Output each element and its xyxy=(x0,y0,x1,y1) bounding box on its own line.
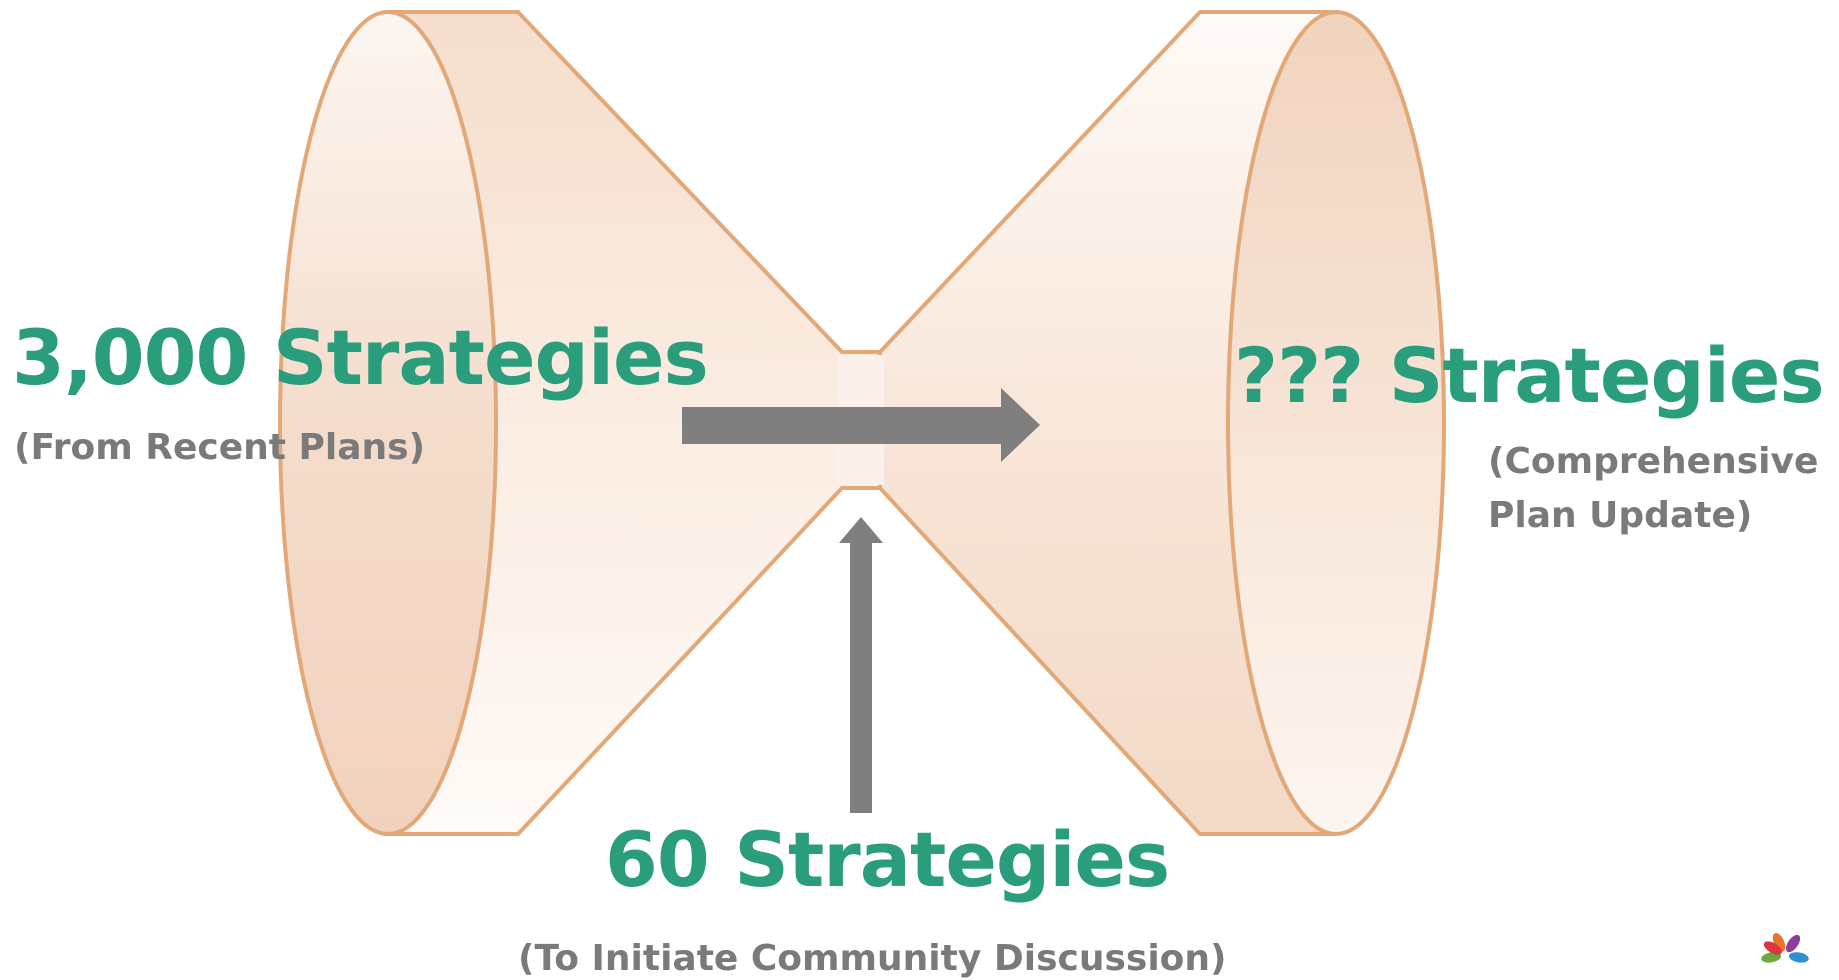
arrow-right-icon xyxy=(682,388,1040,462)
left-funnel-mouth xyxy=(278,10,498,836)
flower-logo xyxy=(1761,933,1809,963)
right-strategy-count: ??? Strategies xyxy=(1234,331,1825,420)
arrow-up-icon xyxy=(839,517,883,813)
left-strategy-note: (From Recent Plans) xyxy=(14,427,426,468)
middle-strategy-note: (To Initiate Community Discussion) xyxy=(518,938,1227,979)
right-strategy-note-line1: (Comprehensive xyxy=(1488,441,1819,482)
right-funnel-mouth xyxy=(1226,10,1446,836)
left-strategy-count: 3,000 Strategies xyxy=(12,313,709,402)
middle-strategy-count: 60 Strategies xyxy=(605,815,1170,904)
right-strategy-note-line2: Plan Update) xyxy=(1488,495,1753,536)
